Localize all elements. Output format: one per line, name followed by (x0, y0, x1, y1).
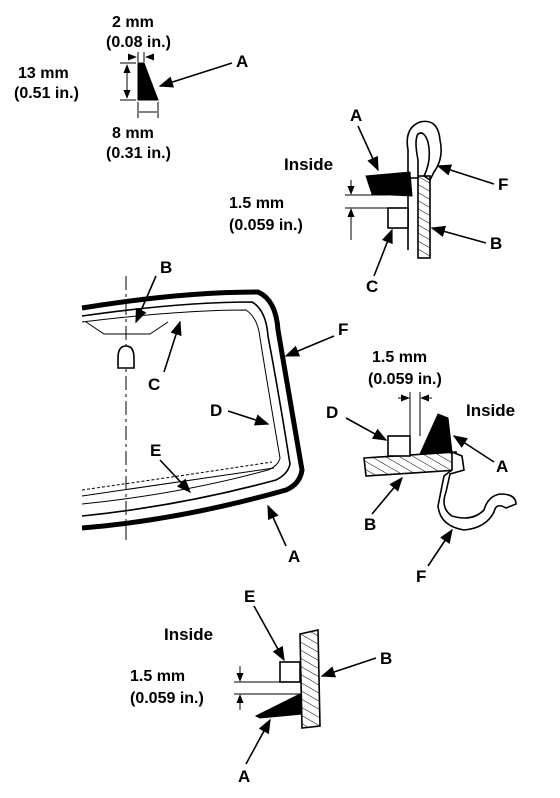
section-detail-e: E Inside 1.5 mm (0.059 in.) B A (130, 587, 392, 786)
bead-top-width-inch-label: (0.08 in.) (106, 34, 171, 51)
bead-a-section-2 (419, 413, 453, 455)
inside-label-1: Inside (284, 155, 333, 174)
bead-top-width-label: 2 mm (112, 14, 154, 31)
spacer-d-line (81, 309, 281, 505)
label-d-2: D (326, 403, 338, 422)
bead-height-inch-label: (0.51 in.) (14, 85, 79, 102)
glass-b-section-3 (299, 629, 321, 729)
windshield-overview: B C F D E A (81, 258, 348, 566)
section-detail-c: A Inside 1.5 mm (0.059 in.) F B C (229, 106, 508, 296)
molding-f-outline (81, 289, 305, 531)
inside-label-3: Inside (164, 625, 213, 644)
label-a-1: A (236, 52, 248, 71)
gap-label-1: 1.5 mm (229, 195, 284, 212)
bead-a-section (365, 171, 413, 197)
label-b-4: B (380, 649, 392, 668)
mirror-mount-outline (85, 321, 169, 335)
gap-label-3: 1.5 mm (130, 668, 185, 685)
bead-a-section-3 (254, 693, 303, 719)
label-a-3: A (288, 547, 300, 566)
label-b-1: B (490, 234, 502, 253)
label-d-1: D (210, 401, 222, 420)
bead-base-width-inch-label: (0.31 in.) (106, 145, 171, 162)
mirror-mount (117, 345, 135, 369)
windshield-glass-outline (81, 301, 291, 517)
gap-inch-label-1: (0.059 in.) (229, 217, 303, 234)
label-e-2: E (244, 587, 255, 606)
label-e-1: E (150, 441, 161, 460)
molding-f-profile-2 (437, 450, 517, 531)
label-f-2: F (338, 320, 348, 339)
gap-label-2: 1.5 mm (372, 349, 427, 366)
label-b-3: B (364, 515, 376, 534)
section-detail-d: 1.5 mm (0.059 in.) Inside D A B F (326, 349, 517, 586)
molding-f-profile (406, 120, 442, 182)
label-b-2: B (160, 258, 172, 277)
label-c-2: C (148, 375, 160, 394)
inside-label-2: Inside (466, 401, 515, 420)
bead-profile-detail: 2 mm (0.08 in.) 13 mm (0.51 in.) 8 mm (0… (14, 14, 248, 162)
label-a-4: A (496, 457, 508, 476)
glass-b-section (417, 175, 431, 259)
label-c-1: C (366, 277, 378, 296)
label-f-3: F (416, 567, 426, 586)
label-a-2: A (350, 106, 362, 125)
bead-profile-shape (137, 62, 159, 101)
spacer-e (279, 661, 301, 683)
bead-height-label: 13 mm (18, 65, 69, 82)
glass-b-section-2 (363, 451, 459, 477)
gap-inch-label-2: (0.059 in.) (368, 371, 442, 388)
gap-inch-label-3: (0.059 in.) (130, 690, 204, 707)
label-a-5: A (238, 767, 250, 786)
bead-base-width-label: 8 mm (112, 125, 154, 142)
spacer-c (387, 207, 409, 229)
spacer-d (387, 435, 411, 457)
label-f-1: F (498, 175, 508, 194)
